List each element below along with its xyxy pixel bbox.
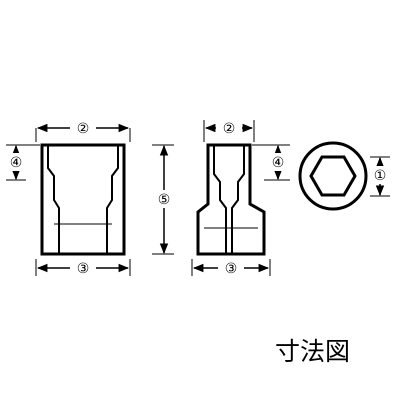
dim-5: ⑤ [152,144,175,255]
right-socket-outline [196,143,266,256]
dim-3-right-label: ③ [225,261,238,277]
hexagon-socket-opening [309,155,357,197]
dim-5-label: ⑤ [158,192,171,208]
dim-3-left-label: ③ [77,261,90,277]
right-socket-bore [213,145,245,254]
dim-4-left-label: ④ [10,155,23,171]
left-socket-bore [47,145,119,254]
dim-2-right-label: ② [223,121,236,137]
end-view-circle [298,141,368,211]
dim-1-label: ① [374,168,387,184]
left-socket-outline [40,143,126,256]
dim-2-left-label: ② [77,121,90,137]
left-side-view: ② ④ ③ [5,119,131,277]
right-side-view: ② ④ ③ [191,119,290,277]
end-view: ① [298,141,391,211]
dim-4-right-label: ④ [272,155,285,171]
diagram-caption: 寸法図 [275,337,350,366]
